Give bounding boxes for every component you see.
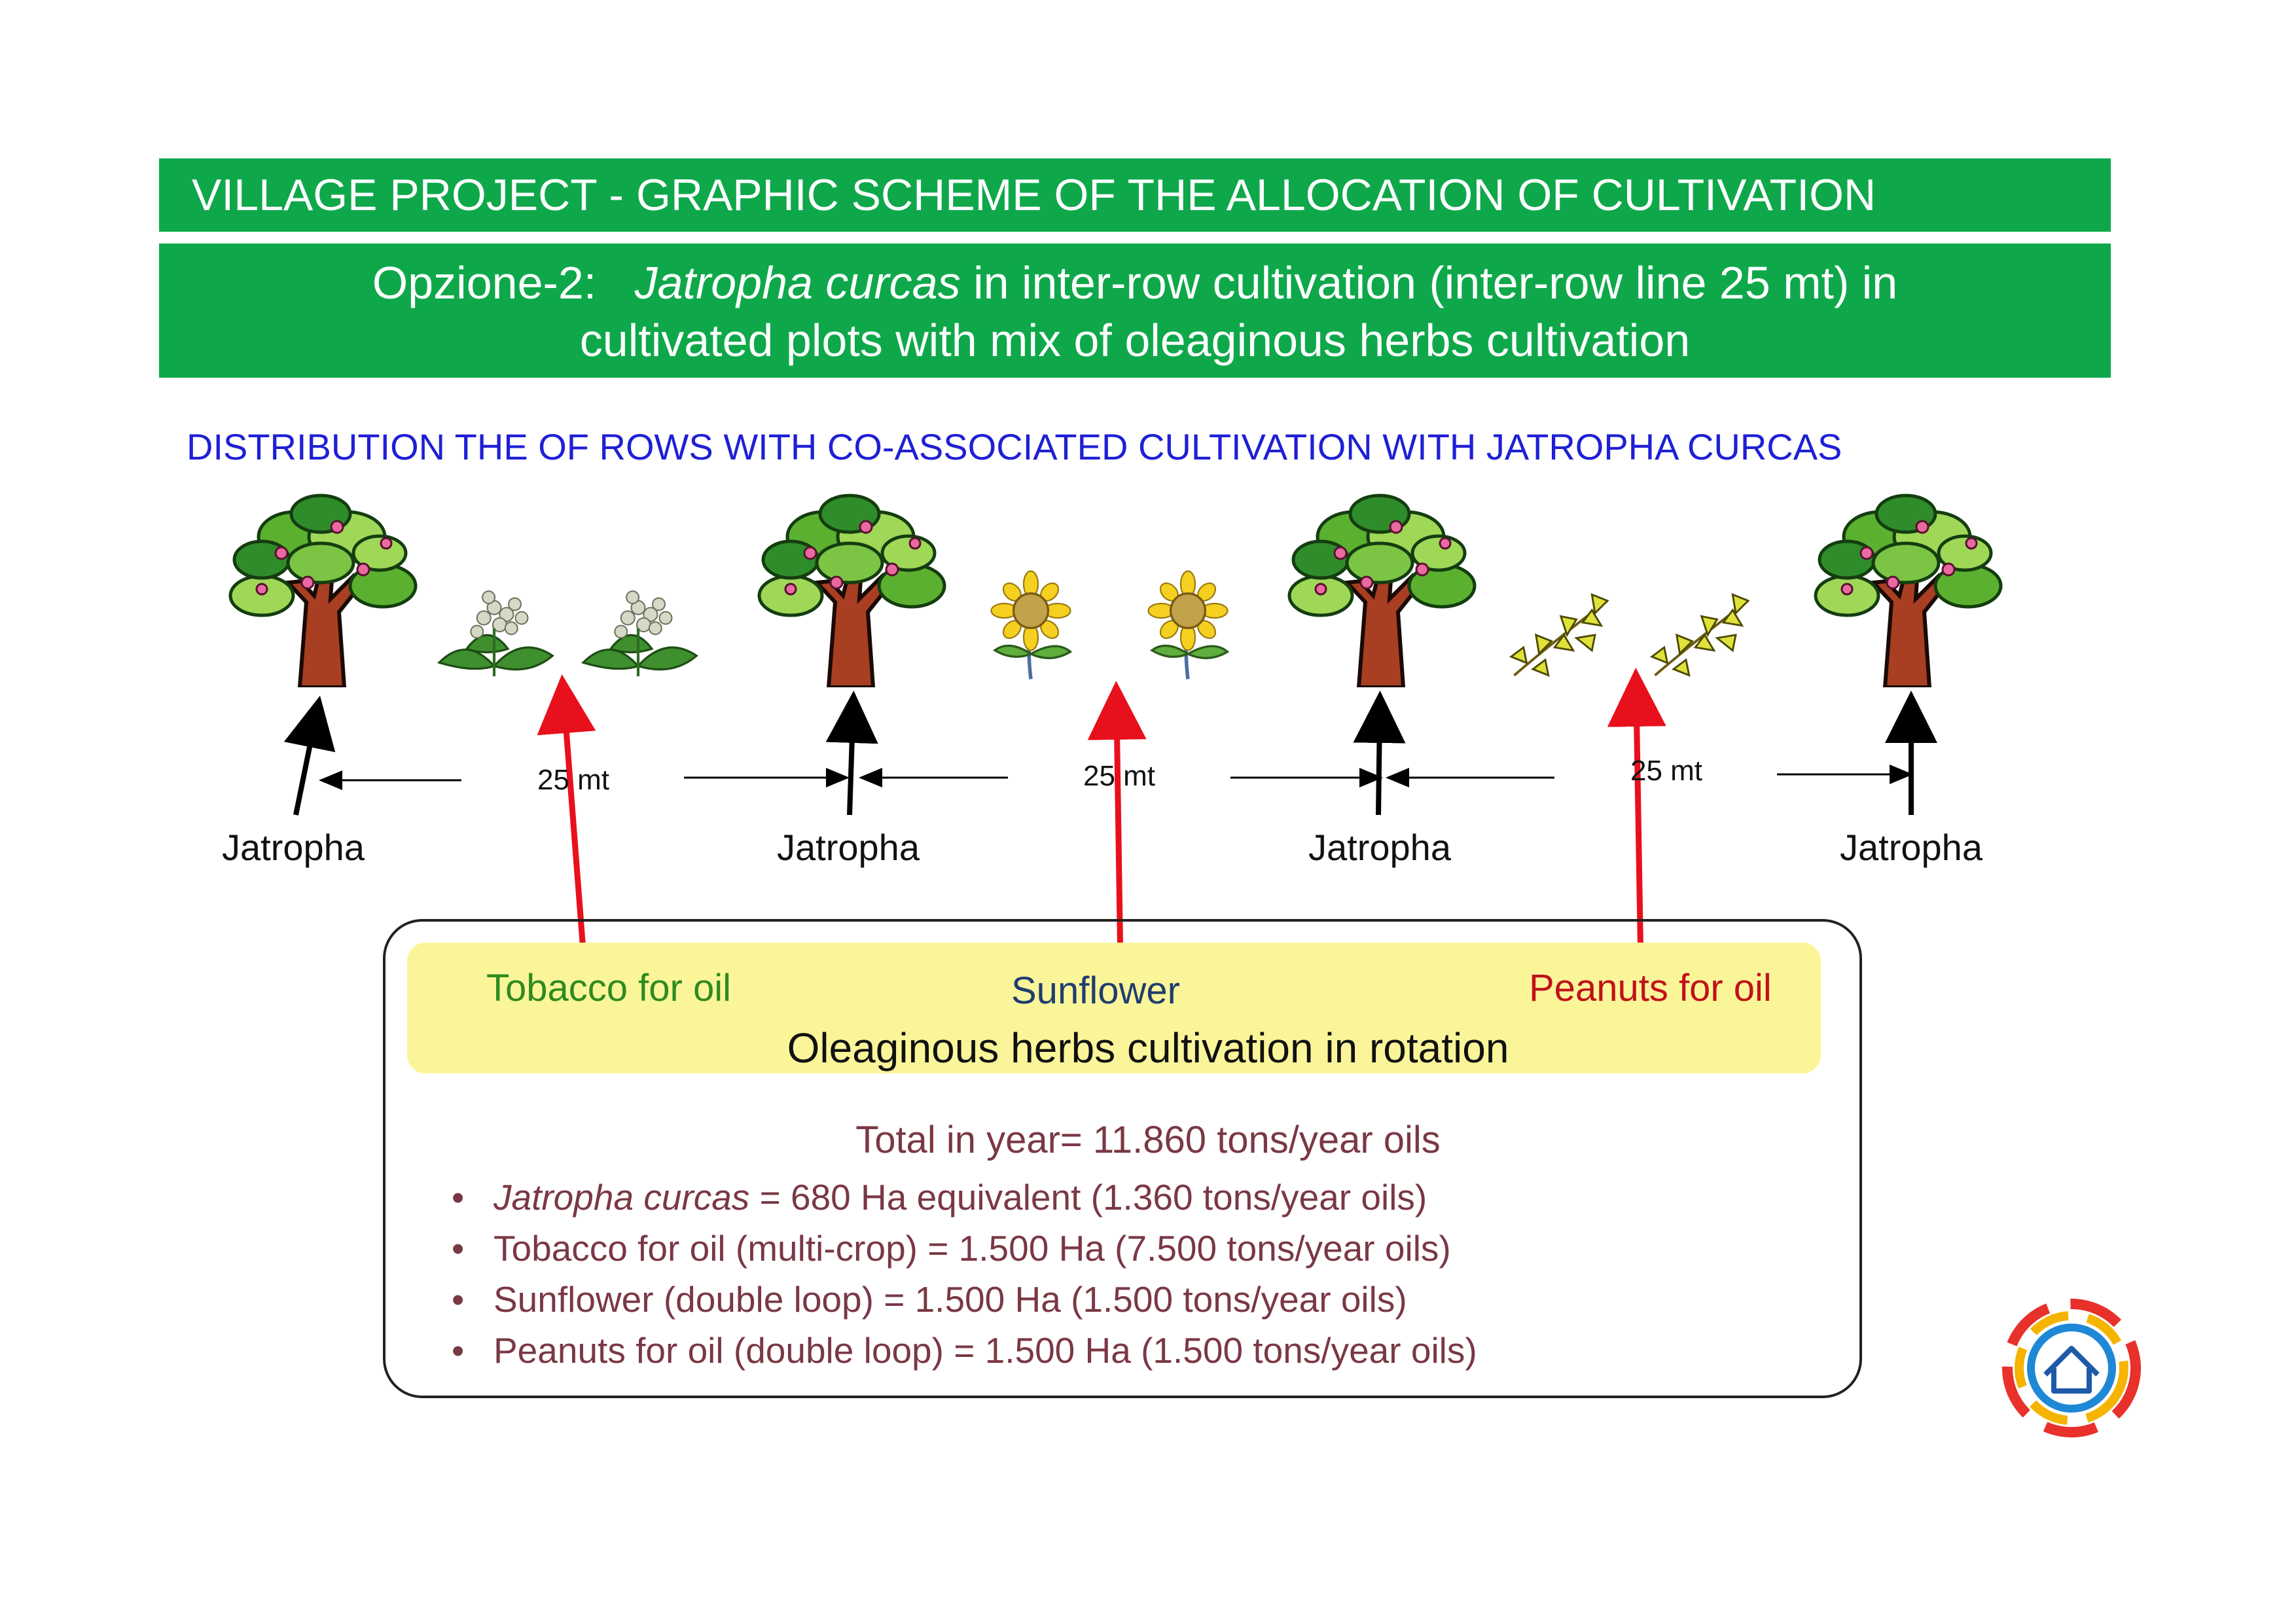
crop-details-list: •Jatropha curcas = 680 Ha equivalent (1.…	[452, 1172, 1477, 1376]
distribution-heading: DISTRIBUTION THE OF ROWS WITH CO-ASSOCIA…	[187, 426, 1842, 467]
jatropha-arrow	[1353, 691, 1406, 816]
detail-text: Tobacco for oil (multi-crop) = 1.500 Ha …	[493, 1228, 1451, 1269]
peanuts-label: Peanuts for oil	[1529, 967, 1772, 1009]
peanut-plant-icon	[1650, 593, 1749, 677]
detail-item: •Jatropha curcas = 680 Ha equivalent (1.…	[452, 1177, 1427, 1218]
tobacco-pointer-arrow	[537, 674, 596, 968]
summary-box	[383, 919, 1862, 1398]
crop-icons	[439, 571, 1749, 679]
spacing-label: 25 mt	[1083, 760, 1156, 792]
jatropha-label: Jatropha	[1840, 827, 1982, 868]
jatropha-arrow	[283, 695, 336, 816]
detail-text: = 680 Ha equivalent (1.360 tons/year oil…	[749, 1177, 1427, 1218]
crop-pointer-arrows	[537, 668, 1666, 968]
detail-item: •Tobacco for oil (multi-crop) = 1.500 Ha…	[452, 1228, 1451, 1269]
sunflower-pointer-arrow	[1087, 681, 1147, 968]
sunflower-icon	[1149, 571, 1228, 679]
crop-rotation-band	[407, 943, 1821, 1074]
jatropha-arrow	[825, 691, 878, 816]
jatropha-label: Jatropha	[1308, 827, 1451, 868]
subtitle-suffix: in inter-row cultivation (inter-row line…	[973, 257, 1898, 308]
spacing-label: 25 mt	[537, 764, 610, 796]
jatropha-tree-icon	[1289, 496, 1475, 687]
tobacco-label: Tobacco for oil	[486, 967, 731, 1009]
spacing-label: 25 mt	[1630, 755, 1703, 787]
jatropha-tree-icon	[1816, 496, 2001, 687]
tobacco-plant-icon	[439, 591, 552, 676]
subtitle-line-1: Opzione-2: Jatropha curcas in inter-row …	[159, 254, 2111, 312]
subtitle-line-2: cultivated plots with mix of oleaginous …	[579, 315, 1691, 366]
peanuts-pointer-arrow	[1607, 668, 1666, 968]
rotation-caption: Oleaginous herbs cultivation in rotation	[787, 1024, 1509, 1072]
subtitle-banner: Opzione-2: Jatropha curcas in inter-row …	[159, 244, 2111, 378]
spacing-arrows	[319, 765, 1913, 790]
tobacco-plant-icon	[583, 591, 696, 676]
peanut-plant-icon	[1509, 593, 1609, 677]
total-oil-line: Total in year= 11.860 tons/year oils	[855, 1119, 1441, 1161]
organization-logo-icon	[2002, 1299, 2141, 1437]
detail-species: Jatropha curcas	[493, 1177, 750, 1218]
jatropha-tree-icon	[230, 496, 416, 687]
sunflower-label: Sunflower	[1011, 969, 1180, 1012]
detail-text: Sunflower (double loop) = 1.500 Ha (1.50…	[493, 1279, 1407, 1320]
detail-item: •Sunflower (double loop) = 1.500 Ha (1.5…	[452, 1279, 1407, 1320]
jatropha-tree-icons	[230, 496, 2001, 687]
subtitle-prefix: Opzione-2:	[372, 257, 597, 308]
title-banner: VILLAGE PROJECT - GRAPHIC SCHEME OF THE …	[159, 158, 2111, 232]
jatropha-tree-icon	[759, 496, 944, 687]
detail-item: •Peanuts for oil (double loop) = 1.500 H…	[452, 1330, 1477, 1371]
page-title: VILLAGE PROJECT - GRAPHIC SCHEME OF THE …	[192, 170, 1876, 220]
sunflower-icon	[992, 571, 1071, 679]
jatropha-label: Jatropha	[222, 827, 365, 868]
subtitle-species: Jatropha curcas	[634, 257, 961, 308]
detail-text: Peanuts for oil (double loop) = 1.500 Ha…	[493, 1330, 1477, 1371]
jatropha-label: Jatropha	[777, 827, 920, 868]
